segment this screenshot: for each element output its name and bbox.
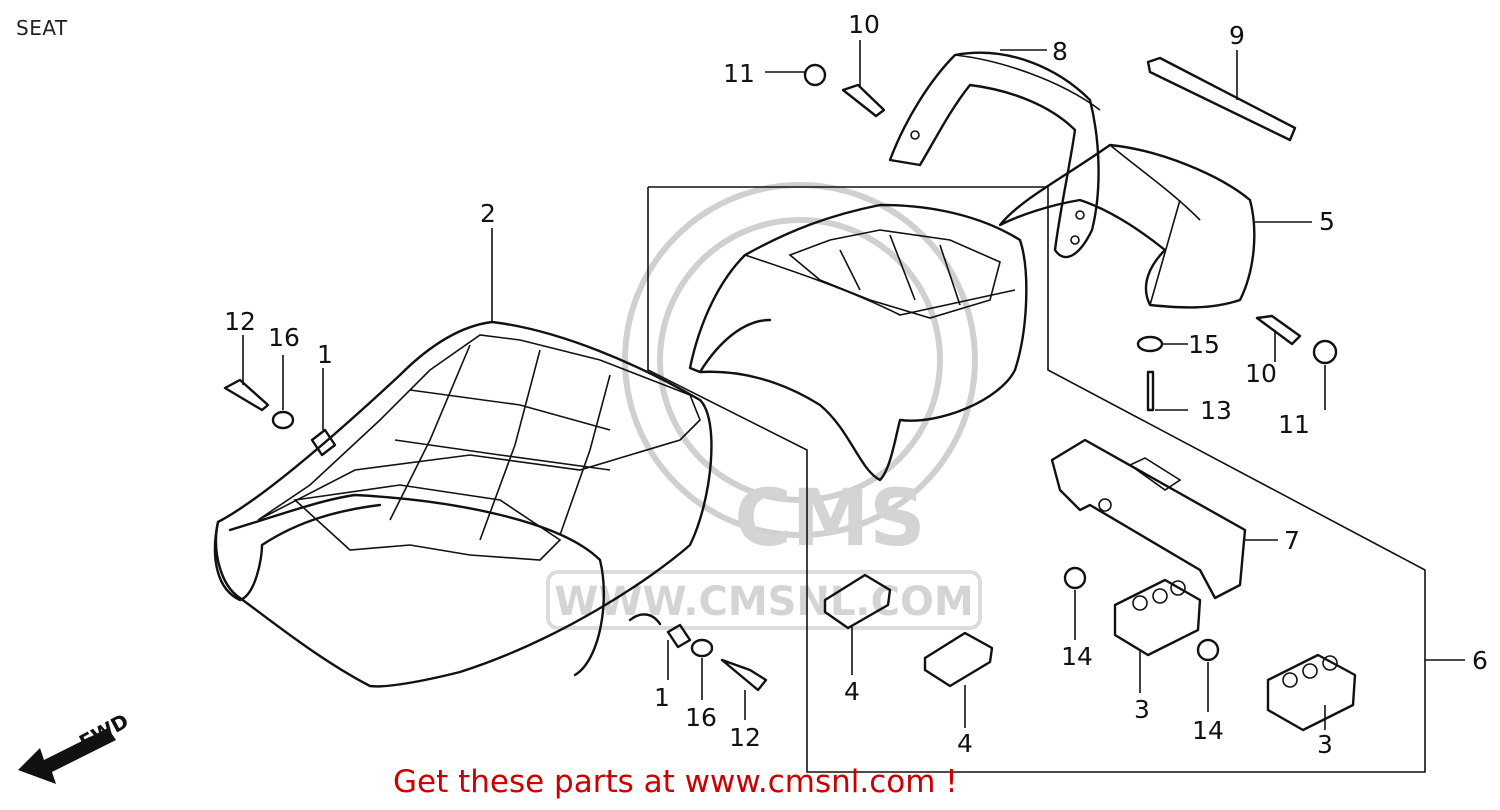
seat-plate-a (823, 573, 892, 630)
washer-15 (1136, 335, 1164, 353)
seat-plate-b (923, 631, 994, 688)
fwd-arrow: FWD (18, 709, 133, 784)
bolt-10-top (841, 83, 886, 118)
callout-3-left: 3 (1134, 695, 1150, 724)
collar-1-bottom (666, 623, 692, 649)
leader-lines (242, 40, 1465, 730)
callout-16-top: 16 (268, 323, 300, 352)
nut-11-top (803, 63, 827, 87)
callout-12-top: 12 (224, 307, 256, 336)
callout-10-top: 10 (848, 10, 880, 39)
bolt-10-right (1255, 314, 1302, 346)
callout-2: 2 (480, 199, 496, 228)
callout-13: 13 (1200, 396, 1232, 425)
seat-bracket (1050, 438, 1247, 600)
bolt-12-bottom (720, 658, 768, 692)
callout-1-top: 1 (317, 340, 333, 369)
watermark-logo-text: CMS (734, 474, 925, 564)
fwd-label: FWD (75, 709, 132, 755)
callout-4-bottom: 4 (957, 729, 973, 758)
footer-link-text: Get these parts at www.cmsnl.com ! (393, 764, 958, 800)
callout-8: 8 (1052, 37, 1068, 66)
screw-13 (1146, 370, 1155, 412)
rear-seat-cowl (688, 203, 1028, 482)
callout-3-right: 3 (1317, 730, 1333, 759)
callout-16-bottom: 16 (685, 703, 717, 732)
callout-5: 5 (1319, 207, 1335, 236)
cmsnl-watermark: CMS WWW.CMSNL.COM (546, 182, 982, 630)
washer-16-top (271, 410, 295, 430)
main-seat (213, 320, 713, 688)
callout-4-top: 4 (844, 677, 860, 706)
damper-rubber-a (1113, 578, 1202, 657)
seat-cowl-cover (998, 143, 1256, 309)
callout-11-right: 11 (1278, 410, 1310, 439)
grommet-b (1196, 638, 1220, 662)
callout-14-right: 14 (1192, 716, 1224, 745)
grab-rail (888, 51, 1101, 259)
washer-16-bottom (690, 638, 714, 658)
assembly-frame (647, 186, 1426, 773)
grommet-a (1063, 566, 1087, 590)
callout-1-bottom: 1 (654, 683, 670, 712)
watermark-url-text: WWW.CMSNL.COM (554, 579, 974, 625)
nut-11-right (1312, 339, 1338, 365)
callout-12-bottom: 12 (729, 723, 761, 752)
callout-15: 15 (1188, 330, 1220, 359)
callout-6: 6 (1472, 646, 1488, 675)
callout-9: 9 (1229, 21, 1245, 50)
collar-1-top (310, 428, 337, 457)
callout-14-left: 14 (1061, 642, 1093, 671)
bolt-12-top (223, 378, 270, 412)
callout-10-right: 10 (1245, 359, 1277, 388)
emblem-strip (1146, 56, 1297, 142)
callout-7: 7 (1284, 526, 1300, 555)
callouts: 2 12 16 1 10 11 8 9 5 15 10 11 13 7 6 14… (224, 10, 1488, 759)
diagram-title: SEAT (16, 16, 68, 40)
damper-rubber-b (1266, 653, 1357, 732)
callout-11-top: 11 (723, 59, 755, 88)
